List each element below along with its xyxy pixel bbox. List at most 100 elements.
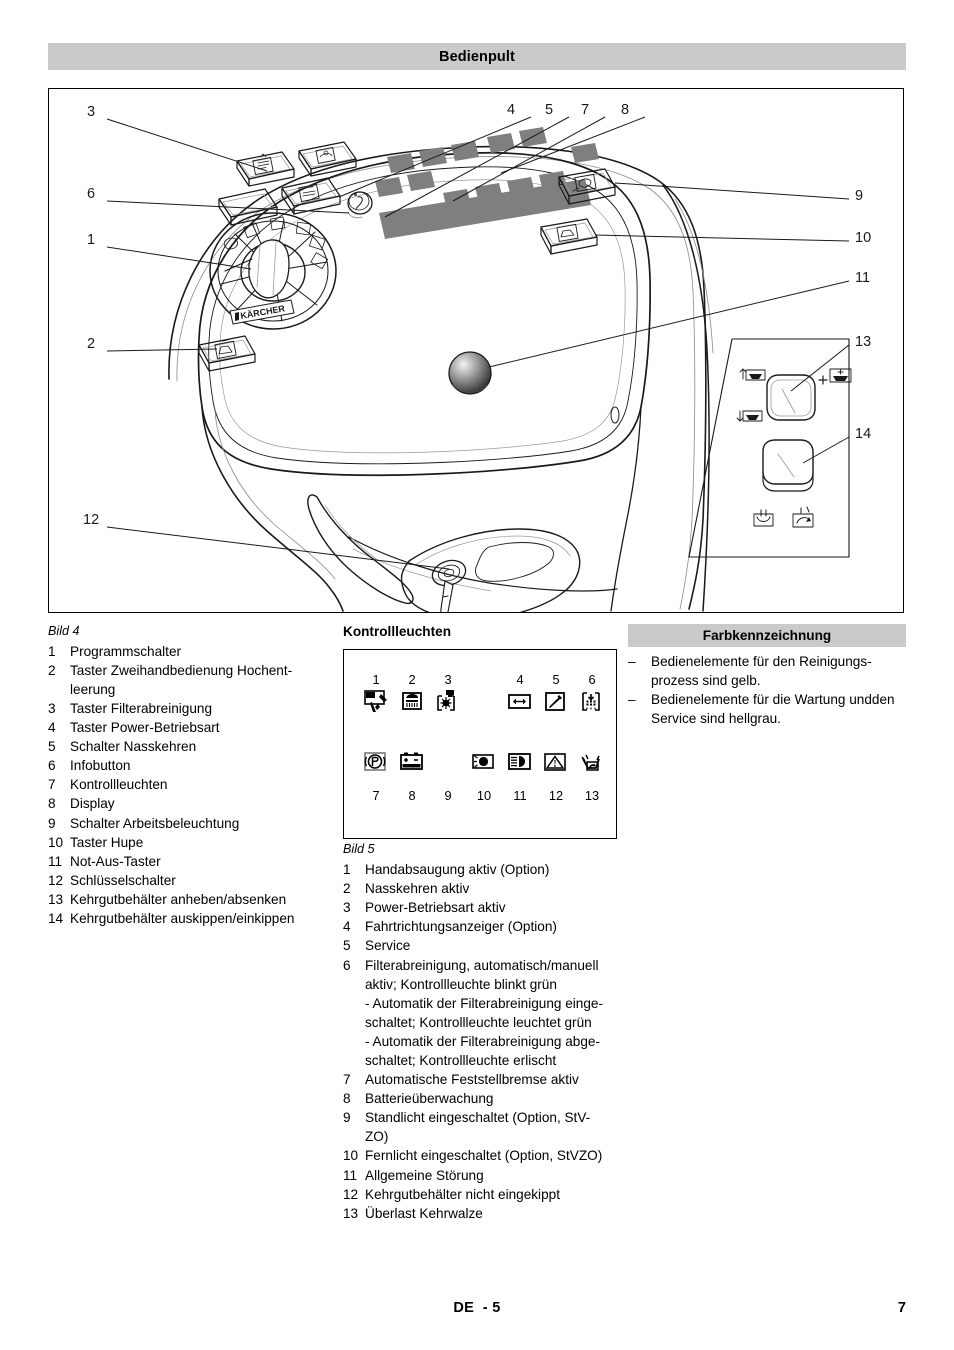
section-header-bedienpult: Bedienpult — [48, 43, 906, 70]
legend-number: 11 — [343, 1167, 358, 1183]
legend-label-line4: schaltet; Kontrollleuchte leuchtet grün — [365, 1014, 592, 1030]
figure-callout-6: 6 — [87, 186, 96, 202]
lamp-number: 2 — [408, 672, 416, 688]
legend-number: 4 — [343, 919, 351, 935]
lamp-number: 9 — [444, 788, 452, 804]
lamp-row2-numbers: 7 8 9 10 11 12 13 — [344, 788, 616, 803]
figure-bild4: KÄRCHER — [48, 88, 904, 613]
legend-number: 9 — [48, 815, 56, 831]
lamp-number: 1 — [372, 672, 380, 688]
lamp-number: 13 — [584, 788, 600, 804]
list-item-line2: prozess sind gelb. — [651, 673, 761, 689]
control-panel-line-drawing: KÄRCHER — [106, 116, 852, 612]
legend-label: Filterabreinigung, automatisch/manuell ak… — [365, 956, 619, 1071]
legend-label: Power-Betriebsart aktiv — [365, 900, 506, 916]
legend-label: Infobutton — [70, 758, 131, 774]
wet-sweep-icon — [402, 692, 422, 711]
legend-label: Kehrgutbehälter nicht eingekippt — [365, 1186, 560, 1202]
figure-callout-13: 13 — [855, 334, 872, 350]
legend-label-line2: aktiv; Kontrollleuchte blinkt grün — [365, 976, 557, 992]
power-mode-icon — [437, 690, 455, 712]
legend-label: Schalter Arbeitsbeleuchtung — [70, 815, 240, 831]
figure-callout-8: 8 — [621, 102, 630, 118]
figure-caption-bild4: Bild 4 — [48, 624, 80, 638]
figure-callout-12: 12 — [83, 512, 100, 528]
legend-label: Kehrgutbehälter anheben/absenken — [70, 891, 287, 907]
column-right: Farbkennzeichnung –Bedienelemente für de… — [628, 624, 906, 728]
dash-bullet: – — [628, 692, 636, 708]
list-item-line1: Bedienelemente für den Reinigungs- — [651, 654, 872, 669]
lamp-number: 4 — [516, 672, 524, 688]
figure-bild5: 1 2 3 4 5 6 — [343, 649, 617, 840]
legend-number: 7 — [343, 1072, 351, 1088]
battery-icon — [400, 752, 423, 771]
legend-label: Fernlicht eingeschaltet (Option, StVZO) — [365, 1148, 603, 1164]
legend-label-line6: schaltet; Kontrollleuchte erlischt — [365, 1052, 557, 1068]
footer-language: DE — [453, 1300, 475, 1316]
figure-callout-11: 11 — [855, 270, 871, 286]
figure-callout-3: 3 — [87, 104, 96, 120]
legend-label-line2: ZO) — [365, 1129, 389, 1145]
legend-label: Taster Filterabreinigung — [70, 701, 213, 717]
figure-callout-14: 14 — [855, 426, 872, 442]
legend-number: 1 — [48, 643, 56, 659]
legend-number: 6 — [343, 957, 351, 973]
page-footer: DE - 5 7 — [48, 1300, 906, 1322]
lamp-number: 3 — [444, 672, 452, 688]
legend-number: 8 — [343, 1091, 351, 1107]
filter-cleaning-auto-icon — [582, 692, 600, 712]
dash-bullet: – — [628, 654, 636, 669]
legend-item: 13 Kehrgutbehälter anheben/absenken — [48, 890, 334, 909]
legend-number: 3 — [343, 900, 351, 916]
list-item-label: Bedienelemente für die Wartung undden Se… — [651, 690, 906, 728]
farbkennzeichnung-header: Farbkennzeichnung — [628, 624, 906, 647]
lamp-number: 8 — [408, 788, 416, 804]
list-item: –Bedienelemente für den Reinigungs-proze… — [628, 652, 906, 690]
legend-label: Überlast Kehrwalze — [365, 1205, 483, 1221]
legend-number: 11 — [48, 853, 63, 869]
legend-item: 8 Batterieüberwachung — [343, 1089, 619, 1108]
list-item-line2: den Service sind hellgrau. — [651, 692, 895, 727]
farbkennzeichnung-list: –Bedienelemente für den Reinigungs-proze… — [628, 652, 906, 728]
legend-label: Batterieüberwachung — [365, 1091, 494, 1107]
legend-item: 8 Display — [48, 794, 334, 813]
legend-number: 8 — [48, 796, 56, 812]
legend-label: Automatische Feststellbremse aktiv — [365, 1072, 579, 1088]
legend-number: 10 — [343, 1148, 359, 1164]
lamp-row1-numbers: 1 2 3 4 5 6 — [344, 672, 616, 687]
lamp-row1-icons — [344, 690, 616, 719]
lamp-number: 11 — [513, 788, 527, 804]
legend-number: 13 — [48, 891, 64, 907]
legend-label: Display — [70, 796, 115, 812]
direction-indicator-icon — [508, 694, 531, 710]
legend-number: 5 — [48, 739, 56, 755]
lamp-row2-icons — [344, 750, 616, 779]
legend-number: 5 — [343, 938, 351, 954]
parking-brake-icon — [364, 752, 386, 772]
legend-label-line1: Standlicht eingeschaltet (Option, StV- — [365, 1110, 591, 1126]
legend-label: Taster Zweihandbedienung Hochent-leerung — [70, 661, 334, 699]
legend-label: Kehrgutbehälter auskippen/einkippen — [70, 911, 295, 927]
general-fault-icon — [544, 753, 566, 772]
legend-item: 7 Kontrollleuchten — [48, 775, 334, 794]
legend-number: 7 — [48, 777, 56, 793]
legend-label: Nasskehren aktiv — [365, 881, 470, 897]
legend-label-line1: Filterabreinigung, automatisch/manuell — [365, 957, 599, 973]
service-wrench-icon — [545, 692, 565, 712]
footer-language-section: DE - 5 — [48, 1300, 906, 1316]
legend-label-line3: - Automatik der Filterabreinigung einge- — [365, 995, 604, 1011]
legend-label: Kontrollleuchten — [70, 777, 168, 793]
